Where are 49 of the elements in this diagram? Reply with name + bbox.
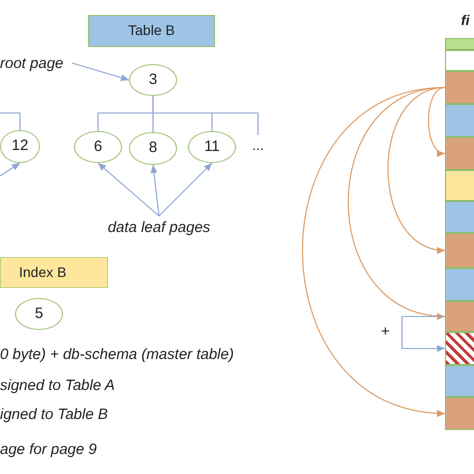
file-page-block bbox=[445, 233, 474, 268]
page-ellipse bbox=[74, 131, 122, 163]
page-number: 12 bbox=[12, 138, 28, 155]
file-page-block bbox=[445, 50, 474, 71]
table-header-box bbox=[88, 15, 215, 47]
page-number: 11 bbox=[204, 138, 220, 156]
page-ellipse bbox=[129, 132, 177, 165]
page-ellipse bbox=[188, 131, 236, 163]
curved-arrow bbox=[348, 86, 446, 319]
note-text: 0 byte) + db-schema (master table) bbox=[0, 346, 234, 364]
note-text: signed to Table A bbox=[0, 377, 115, 394]
bracket-arrow bbox=[401, 316, 445, 352]
tree-connector bbox=[152, 96, 259, 135]
annotation-text: root page bbox=[0, 53, 72, 73]
arrow bbox=[98, 162, 160, 216]
file-page-block bbox=[445, 104, 474, 137]
arrow bbox=[0, 162, 20, 176]
file-page-block bbox=[445, 38, 474, 50]
file-page-block bbox=[445, 137, 474, 170]
page-number: 5 bbox=[34, 306, 44, 322]
heading-text: fi bbox=[461, 12, 470, 28]
box-label: Index B bbox=[19, 264, 66, 280]
curved-arrow bbox=[388, 86, 446, 252]
page-number: 6 bbox=[94, 138, 102, 156]
annotation-text: ... bbox=[246, 135, 270, 155]
file-page-block bbox=[445, 170, 474, 201]
annotation-text: data leaf pages bbox=[96, 216, 222, 238]
box-label: Table B bbox=[128, 23, 175, 39]
page-number: 8 bbox=[148, 140, 158, 157]
hatched-page-block bbox=[445, 332, 474, 365]
tree-connector bbox=[0, 112, 21, 130]
page-ellipse bbox=[15, 298, 63, 330]
table-header-box bbox=[0, 257, 108, 288]
file-page-block bbox=[445, 268, 474, 301]
file-page-block bbox=[445, 301, 474, 332]
file-page-block bbox=[445, 201, 474, 233]
arrow bbox=[158, 162, 212, 216]
arrow bbox=[72, 62, 130, 82]
note-text: igned to Table B bbox=[0, 406, 108, 424]
arrow bbox=[150, 164, 160, 216]
note-text: age for page 9 bbox=[0, 441, 97, 458]
file-page-block bbox=[445, 365, 474, 397]
page-ellipse bbox=[0, 130, 40, 163]
page-ellipse bbox=[129, 64, 177, 96]
file-page-block bbox=[445, 71, 474, 104]
curved-arrow bbox=[428, 86, 446, 155]
page-number: 3 bbox=[148, 72, 158, 88]
file-page-block bbox=[445, 397, 474, 430]
curved-arrow bbox=[302, 86, 446, 416]
